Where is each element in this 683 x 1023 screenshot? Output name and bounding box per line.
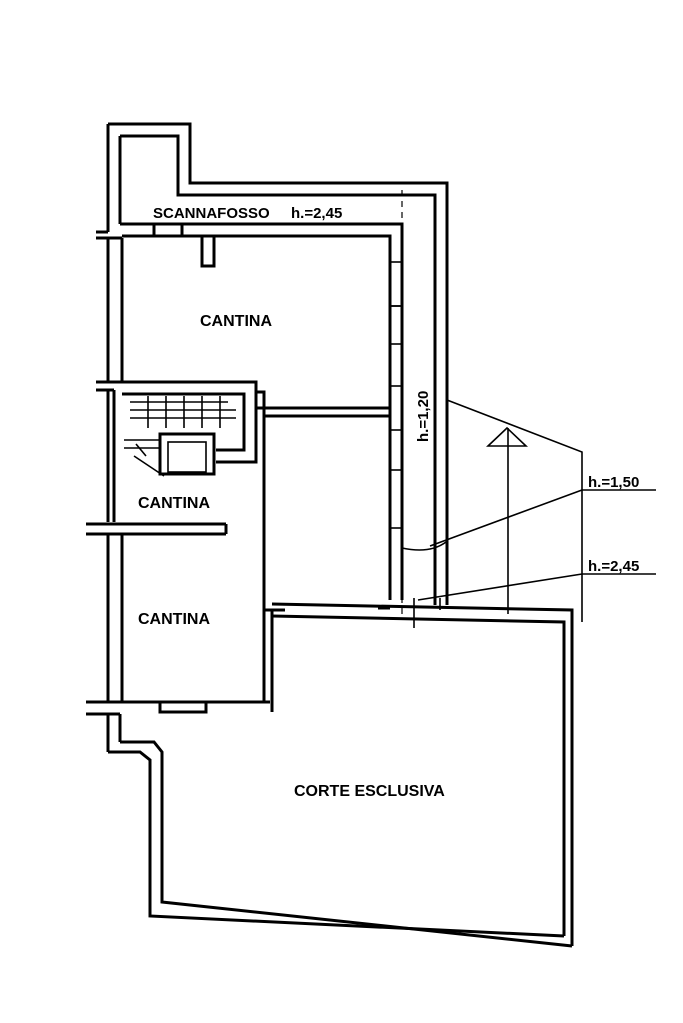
left-wall [86,230,270,752]
cantina-top-walls [152,222,216,268]
cantina-mid-label: CANTINA [138,495,210,512]
lower-cantina-walls [158,462,390,714]
corte-boundary [108,602,574,948]
scannafosso-label: SCANNAFOSSO [153,205,270,222]
cantina-top-label: CANTINA [200,313,272,330]
stair-block [122,380,390,477]
height-245-label: h.=2,45 [588,558,639,575]
scannafosso-height-label: h.=2,45 [291,205,342,222]
terrace-area [401,399,583,628]
corte-label: CORTE ESCLUSIVA [294,783,445,800]
right-interior-wall [388,190,404,620]
height-150-label: h.=1,50 [588,474,639,491]
height-120-label: h.=1,20 [415,391,432,442]
cantina-bottom-label: CANTINA [138,611,210,628]
height-leaders [417,489,656,601]
